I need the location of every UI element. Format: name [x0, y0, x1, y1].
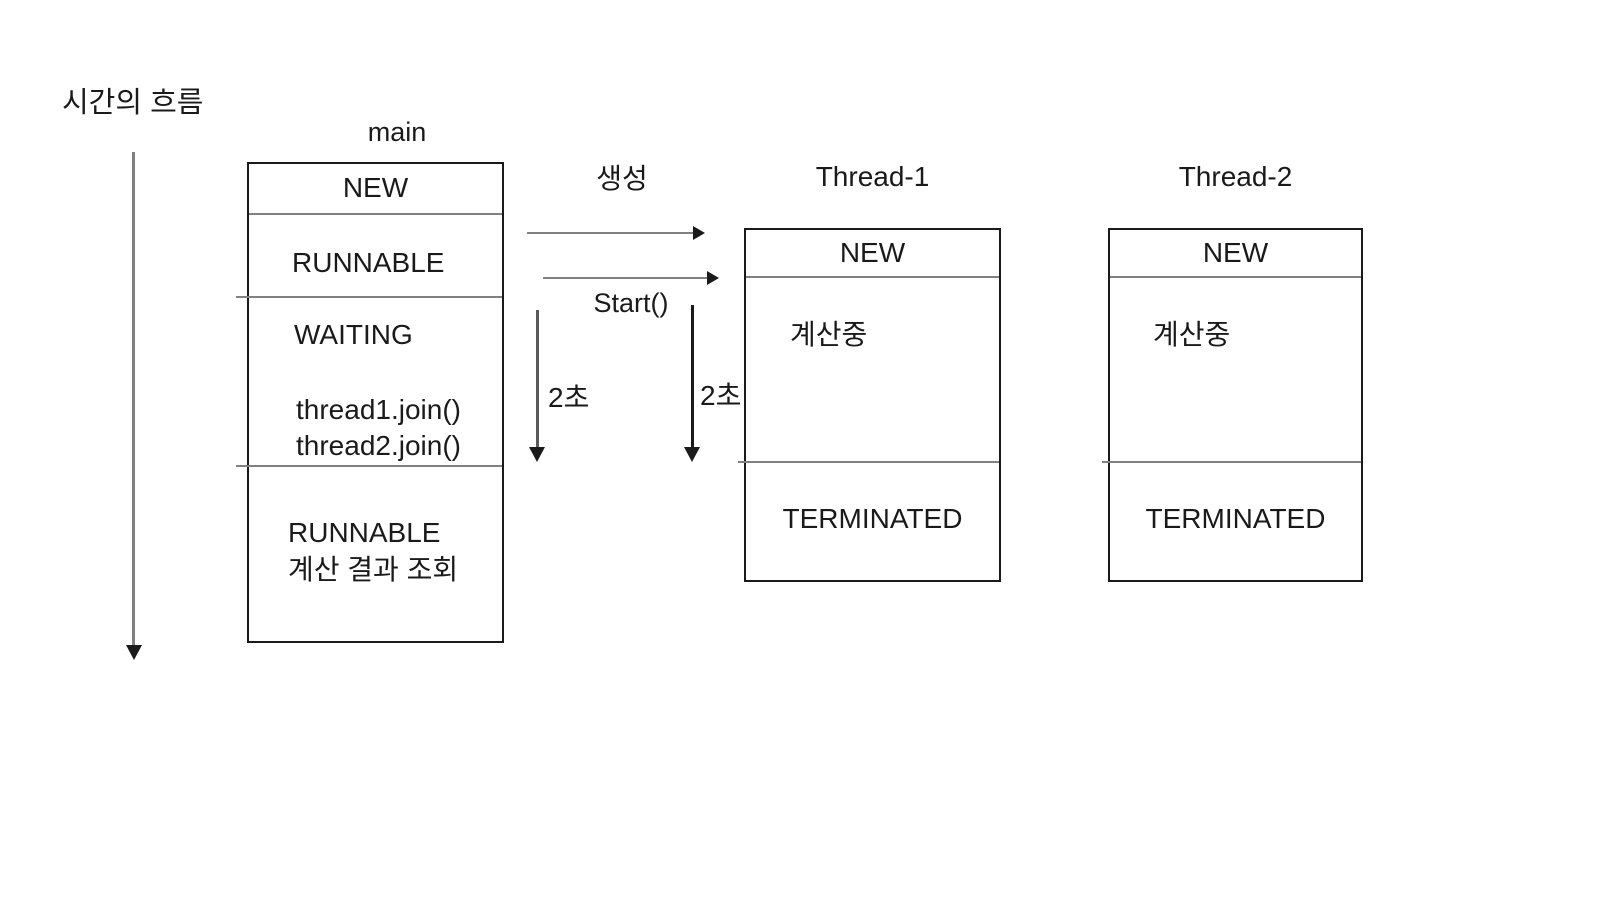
thread2-state-terminated: TERMINATED [1145, 503, 1326, 534]
main-divider-new-runnable [249, 213, 502, 215]
thread1-state-working: 계산중 [790, 319, 868, 350]
delay-label-right: 2초 [700, 380, 742, 411]
creation-arrow-line [527, 232, 695, 234]
thread2-divider-new [1110, 276, 1361, 278]
main-divider-runnable-waiting [236, 296, 502, 298]
delay-arrow-right-line [691, 305, 694, 448]
main-join-call-2: thread2.join() [296, 430, 461, 461]
main-state-new: NEW [342, 172, 409, 203]
main-join-calls: thread1.join() thread2.join() [296, 392, 461, 464]
start-label: Start() [593, 288, 669, 318]
thread1-divider-terminated [738, 461, 999, 463]
thread1-state-new: NEW [839, 237, 906, 268]
main-final-section: RUNNABLE 계산 결과 조회 [288, 514, 458, 588]
thread2-divider-terminated [1102, 461, 1361, 463]
thread1-divider-new [746, 276, 999, 278]
main-final-note: 계산 결과 조회 [288, 554, 459, 585]
start-arrow-head-icon [707, 271, 719, 285]
time-flow-label: 시간의 흐름 [62, 87, 204, 119]
thread1-title: Thread-1 [815, 161, 930, 192]
delay-arrow-right-head-icon [684, 447, 700, 462]
delay-arrow-left-line [536, 310, 539, 448]
main-divider-waiting-final [236, 465, 502, 467]
thread1-state-terminated: TERMINATED [782, 503, 963, 534]
main-thread-box [247, 162, 504, 643]
main-state-runnable: RUNNABLE [292, 247, 445, 278]
thread2-title: Thread-2 [1178, 161, 1293, 192]
thread1-box [744, 228, 1001, 582]
main-state-waiting: WAITING [294, 319, 413, 350]
main-join-call-1: thread1.join() [296, 394, 461, 425]
thread2-box [1108, 228, 1363, 582]
delay-arrow-left-head-icon [529, 447, 545, 462]
time-arrow-head-icon [126, 645, 142, 660]
start-arrow-line [543, 277, 708, 279]
creation-label: 생성 [596, 163, 648, 194]
thread2-state-working: 계산중 [1153, 319, 1231, 350]
time-arrow-line [132, 152, 135, 646]
main-final-state: RUNNABLE [288, 517, 441, 548]
delay-label-left: 2초 [548, 382, 590, 413]
thread2-state-new: NEW [1202, 237, 1269, 268]
main-thread-title: main [367, 117, 427, 147]
creation-arrow-head-icon [693, 226, 705, 240]
